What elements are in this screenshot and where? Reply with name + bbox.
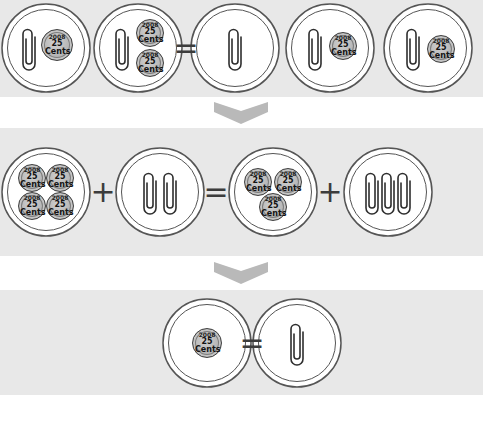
container-circle [163,299,251,387]
panel [0,0,483,97]
quarter-coin: 200825 Cents [136,49,164,77]
coin-value: 25 Cents [138,58,162,74]
paperclip [229,30,241,71]
coin-value: 25 Cents [276,177,300,193]
paperclip [407,30,419,71]
coin-value: 25 Cents [48,201,72,217]
container-circle [229,148,317,236]
quarter-coin: 200825 Cents [427,35,455,63]
container-circle: 200825 Cents200825 Cents200825 Cents [234,153,312,231]
down-arrow [214,102,268,124]
quarter-coin: 200825 Cents [259,193,287,221]
container-circle [344,148,432,236]
coin-value: 25 Cents [20,173,44,189]
paperclip [366,174,378,215]
container-circle: 200825 Cents [389,9,467,87]
quarter-coin: 200825 Cents [41,29,73,61]
coin-value: 25 Cents [246,177,270,193]
paperclip [144,174,156,215]
paperclip [116,30,128,71]
coin-value: 25 Cents [45,40,69,56]
container-circle [384,4,472,92]
equals-sign: = [239,328,264,358]
container-circle: 200825 Cents [7,9,85,87]
paperclip [164,174,176,215]
container-circle: 200825 Cents200825 Cents [99,9,177,87]
paperclip [23,30,35,71]
container-circle: 200825 Cents [168,304,246,382]
panel [0,128,483,256]
container-circle: 200825 Cents200825 Cents200825 Cents2008… [7,153,85,231]
container-circle [253,299,341,387]
coin-value: 25 Cents [429,44,453,60]
coin-value: 25 Cents [331,41,355,57]
quarter-coin: 200825 Cents [329,32,357,60]
quarter-coin: 200825 Cents [192,328,222,358]
coin-value: 25 Cents [138,28,162,44]
container-circle [196,9,274,87]
coin-value: 25 Cents [195,338,219,354]
quarter-coin: 200825 Cents [18,164,46,192]
coin-value: 25 Cents [48,173,72,189]
quarter-coin: 200825 Cents [274,168,302,196]
container-circle [349,153,427,231]
paperclip [309,30,321,71]
quarter-coin: 200825 Cents [46,164,74,192]
quarter-coin: 200825 Cents [46,192,74,220]
container-circle [191,4,279,92]
container-circle [116,148,204,236]
down-arrow [214,262,268,284]
equals-sign: = [173,33,198,63]
panel [0,290,483,395]
container-circle [286,4,374,92]
container-circle [121,153,199,231]
container-circle: 200825 Cents [291,9,369,87]
container-circle [94,4,182,92]
coin-value: 25 Cents [20,201,44,217]
plus-sign: + [317,177,342,207]
coin-value: 25 Cents [261,202,285,218]
quarter-coin: 200825 Cents [244,168,272,196]
quarter-coin: 200825 Cents [18,192,46,220]
paperclip [291,325,303,366]
container-circle [258,304,336,382]
quarter-coin: 200825 Cents [136,19,164,47]
paperclip [382,174,394,215]
equals-sign: = [203,177,228,207]
container-circle [2,148,90,236]
plus-sign: + [90,177,115,207]
paperclip [398,174,410,215]
container-circle [2,4,90,92]
